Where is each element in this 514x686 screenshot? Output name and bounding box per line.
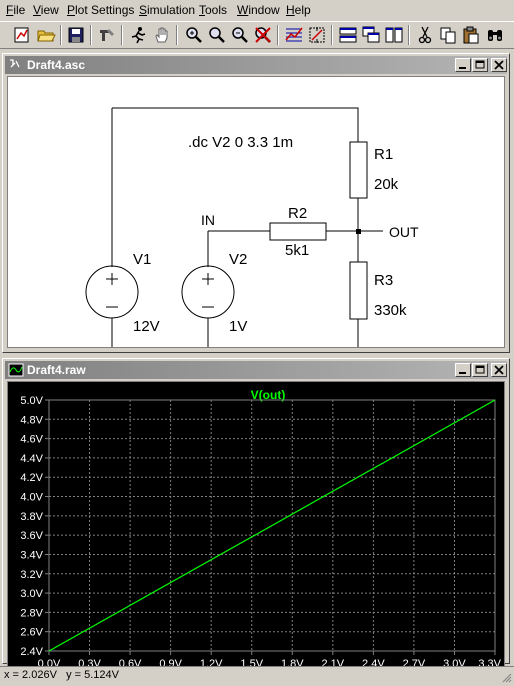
zoom-in-icon[interactable] bbox=[207, 25, 227, 45]
v1-value: 12V bbox=[133, 318, 160, 335]
spice-directive: .dc V2 0 3.3 1m bbox=[188, 134, 293, 151]
maximize-button[interactable] bbox=[472, 58, 488, 72]
menu-file[interactable]: File bbox=[6, 3, 26, 17]
cascade-icon[interactable] bbox=[361, 25, 381, 45]
y-tick-label: 3.0V bbox=[20, 588, 43, 600]
close-button[interactable] bbox=[491, 58, 507, 72]
plot-frame bbox=[48, 399, 496, 652]
y-tick-label: 2.6V bbox=[20, 627, 43, 639]
menu-window[interactable]: Window bbox=[237, 3, 280, 17]
pan-hand-icon[interactable] bbox=[152, 25, 172, 45]
plot-window: Draft4.raw V(out) 2.4V 2.6V 2.8V 3.0V 3.2V 3.… bbox=[2, 358, 510, 671]
junction-dot bbox=[356, 229, 361, 234]
schematic-title: Draft4.asc bbox=[27, 58, 86, 72]
schematic-titlebar[interactable]: Draft4.asc bbox=[5, 56, 507, 74]
net-label-out: OUT bbox=[389, 224, 419, 240]
menu-tools[interactable]: Tools bbox=[199, 3, 228, 17]
menu-simulation[interactable]: Simulation bbox=[139, 3, 196, 17]
schematic-canvas[interactable]: .dc V2 0 3.3 1m R1 20k R2 5k1 R3 330k V1… bbox=[7, 76, 505, 348]
r3-name: R3 bbox=[374, 272, 393, 289]
r1-value: 20k bbox=[374, 176, 399, 193]
y-tick-label: 4.6V bbox=[20, 434, 43, 446]
copy-icon[interactable] bbox=[438, 25, 458, 45]
resize-grip-icon[interactable] bbox=[500, 671, 512, 683]
minimize-button[interactable] bbox=[455, 58, 471, 72]
control-panel-icon[interactable] bbox=[97, 25, 117, 45]
find-icon[interactable] bbox=[485, 25, 505, 45]
fit-icon[interactable] bbox=[307, 25, 327, 45]
status-bar: x = 2.026V y = 5.124V bbox=[0, 666, 514, 685]
plot-title: Draft4.raw bbox=[27, 363, 86, 377]
tile-horizontal-icon[interactable] bbox=[338, 25, 358, 45]
r3-value: 330k bbox=[374, 302, 407, 319]
v1-name: V1 bbox=[133, 251, 151, 268]
plot-canvas[interactable]: V(out) 2.4V 2.6V 2.8V 3.0V 3.2V 3.4V 3.6V 3.8V 4… bbox=[7, 381, 505, 671]
save-icon[interactable] bbox=[66, 25, 86, 45]
plot-maximize-button[interactable] bbox=[472, 363, 488, 377]
run-icon[interactable] bbox=[128, 25, 148, 45]
plot-minimize-button[interactable] bbox=[455, 363, 471, 377]
zoom-area-icon[interactable] bbox=[184, 25, 204, 45]
trace-line-vout[interactable] bbox=[48, 399, 496, 652]
r2-name: R2 bbox=[288, 205, 307, 222]
menu-bar: File View Plot Settings Simulation Tools… bbox=[0, 0, 514, 20]
autorange-icon[interactable] bbox=[284, 25, 304, 45]
new-schematic-icon[interactable] bbox=[12, 25, 32, 45]
traces bbox=[48, 399, 496, 652]
r1-name: R1 bbox=[374, 146, 393, 163]
y-tick-label: 3.6V bbox=[20, 530, 43, 542]
y-tick-label: 2.4V bbox=[20, 646, 43, 658]
cut-icon[interactable] bbox=[415, 25, 435, 45]
menu-help[interactable]: Help bbox=[286, 3, 311, 17]
y-tick-label: 3.2V bbox=[20, 569, 43, 581]
tile-vertical-icon[interactable] bbox=[384, 25, 404, 45]
y-tick-label: 3.4V bbox=[20, 549, 43, 561]
plot-grid bbox=[48, 399, 496, 652]
plot-titlebar[interactable]: Draft4.raw bbox=[5, 361, 507, 379]
r2-value: 5k1 bbox=[285, 242, 309, 259]
y-tick-label: 4.4V bbox=[20, 453, 43, 465]
net-label-in: IN bbox=[201, 212, 215, 228]
menu-plot-settings[interactable]: Plot Settings bbox=[67, 3, 135, 17]
y-tick-label: 4.0V bbox=[20, 492, 43, 504]
waveform-window-icon bbox=[8, 362, 24, 378]
y-tick-label: 5.0V bbox=[20, 395, 43, 407]
v2-value: 1V bbox=[229, 318, 247, 335]
open-icon[interactable] bbox=[36, 25, 56, 45]
trace-label[interactable]: V(out) bbox=[251, 388, 286, 402]
cursor-readout: x = 2.026V y = 5.124V bbox=[4, 669, 119, 681]
y-axis-ticks: 2.4V 2.6V 2.8V 3.0V 3.2V 3.4V 3.6V 3.8V 4.0V 4.2V… bbox=[20, 395, 49, 658]
y-tick-label: 2.8V bbox=[20, 607, 43, 619]
zoom-cancel-icon[interactable] bbox=[253, 25, 273, 45]
v2-name: V2 bbox=[229, 251, 247, 268]
menu-view[interactable]: View bbox=[33, 3, 59, 17]
schematic-window: Draft4.asc bbox=[2, 53, 510, 353]
y-tick-label: 3.8V bbox=[20, 511, 43, 523]
plot-close-button[interactable] bbox=[491, 363, 507, 377]
schematic-window-icon bbox=[8, 57, 24, 73]
toolbar bbox=[0, 21, 514, 49]
paste-icon[interactable] bbox=[461, 25, 481, 45]
y-tick-label: 4.8V bbox=[20, 414, 43, 426]
y-tick-label: 4.2V bbox=[20, 472, 43, 484]
zoom-out-icon[interactable] bbox=[230, 25, 250, 45]
